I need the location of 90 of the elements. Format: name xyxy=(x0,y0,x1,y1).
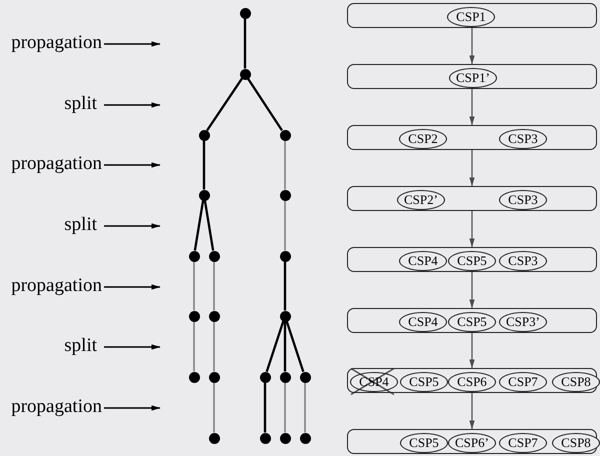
tree-branch xyxy=(284,262,286,310)
tree-branch xyxy=(213,322,215,372)
csp-oval: CSP4 xyxy=(399,312,447,332)
state-box xyxy=(347,125,597,150)
step-label: propagation xyxy=(0,275,102,297)
csp-oval: CSP2’ xyxy=(397,190,445,210)
tree-branch xyxy=(247,78,283,132)
tree-node-dot xyxy=(198,190,210,200)
tree-node-dot xyxy=(188,310,200,322)
tree-node-dot xyxy=(300,432,310,444)
tree-node-dot xyxy=(280,310,290,322)
csp-oval: CSP6’ xyxy=(448,432,496,452)
state-box xyxy=(347,186,597,211)
csp-oval: CSP2 xyxy=(399,128,447,148)
csp-oval: CSP7 xyxy=(499,372,547,392)
pointer-arrow xyxy=(104,405,160,411)
csp-oval: CSP4 xyxy=(399,250,447,270)
tree-branch xyxy=(284,382,286,432)
tree-branch xyxy=(213,262,215,310)
pointer-arrow xyxy=(104,102,160,108)
tree-node-dot xyxy=(208,250,220,262)
pointer-arrow xyxy=(104,284,160,290)
csp-oval: CSP5 xyxy=(448,250,496,270)
tree-node-dot xyxy=(280,130,290,140)
tree-branch xyxy=(193,322,195,372)
flow-arrow xyxy=(469,272,475,308)
flow-arrow xyxy=(469,89,475,126)
tree-branch xyxy=(213,382,215,432)
tree-branch xyxy=(202,140,206,190)
tree-node-dot xyxy=(280,190,290,200)
tree-node-dot xyxy=(208,432,220,444)
tree-node-dot xyxy=(280,372,290,382)
step-label: propagation xyxy=(0,153,102,175)
csp-oval: CSP3 xyxy=(499,128,547,148)
pointer-arrow xyxy=(104,344,160,350)
pointer-arrow xyxy=(104,41,160,47)
csp-oval: CSP5 xyxy=(448,312,496,332)
tree-branch xyxy=(206,78,243,132)
tree-branch xyxy=(204,200,214,251)
csp-oval: CSP7 xyxy=(499,432,547,452)
step-label: split xyxy=(0,214,97,236)
state-box xyxy=(347,64,597,89)
step-label: split xyxy=(0,335,97,357)
tree-node-dot xyxy=(188,372,200,382)
tree-branch xyxy=(304,382,306,432)
tree-node-dot xyxy=(260,432,270,444)
flow-arrow xyxy=(469,28,475,64)
flow-arrow xyxy=(469,150,475,186)
csp-oval: CSP1 xyxy=(447,6,495,26)
csp-oval: CSP6 xyxy=(448,372,496,392)
tree-node-dot xyxy=(208,372,220,382)
tree-node-dot xyxy=(208,310,220,322)
step-label: split xyxy=(0,93,97,115)
flow-arrow xyxy=(469,393,475,430)
state-box xyxy=(347,429,597,454)
tree-node-dot xyxy=(188,250,200,262)
csp-oval: CSP1’ xyxy=(449,68,497,88)
tree-node-dot xyxy=(280,250,290,262)
pointer-arrow xyxy=(104,223,160,229)
flow-arrow xyxy=(469,211,475,248)
csp-oval: CSP3 xyxy=(499,190,547,210)
csp-oval: CSP5 xyxy=(400,372,448,392)
tree-node-dot xyxy=(240,68,250,80)
tree-node-dot xyxy=(260,372,270,382)
tree-branch xyxy=(284,322,286,372)
tree-branch xyxy=(194,200,204,251)
tree-branch xyxy=(284,200,286,250)
step-label: propagation xyxy=(0,396,102,418)
pointer-arrow xyxy=(104,162,160,168)
state-box xyxy=(347,308,597,333)
step-label: propagation xyxy=(0,32,102,54)
state-box xyxy=(347,3,597,28)
state-box xyxy=(347,247,597,272)
tree-branch xyxy=(193,262,195,310)
tree-node-dot xyxy=(300,372,310,382)
csp-oval: CSP8 xyxy=(552,432,600,452)
tree-branch xyxy=(266,320,284,372)
tree-node-dot xyxy=(280,432,290,444)
flow-arrow xyxy=(469,333,475,368)
state-box xyxy=(347,368,597,393)
tree-branch xyxy=(286,320,304,372)
csp-oval: CSP5 xyxy=(400,432,448,452)
tree-branch xyxy=(264,382,266,432)
tree-node-dot xyxy=(240,8,250,18)
tree-node-dot xyxy=(198,130,210,140)
tree-branch xyxy=(244,18,246,68)
csp-oval: CSP3 xyxy=(499,250,547,270)
csp-oval: CSP3’ xyxy=(499,312,547,332)
tree-branch xyxy=(284,140,286,190)
csp-oval: CSP8 xyxy=(552,372,600,392)
